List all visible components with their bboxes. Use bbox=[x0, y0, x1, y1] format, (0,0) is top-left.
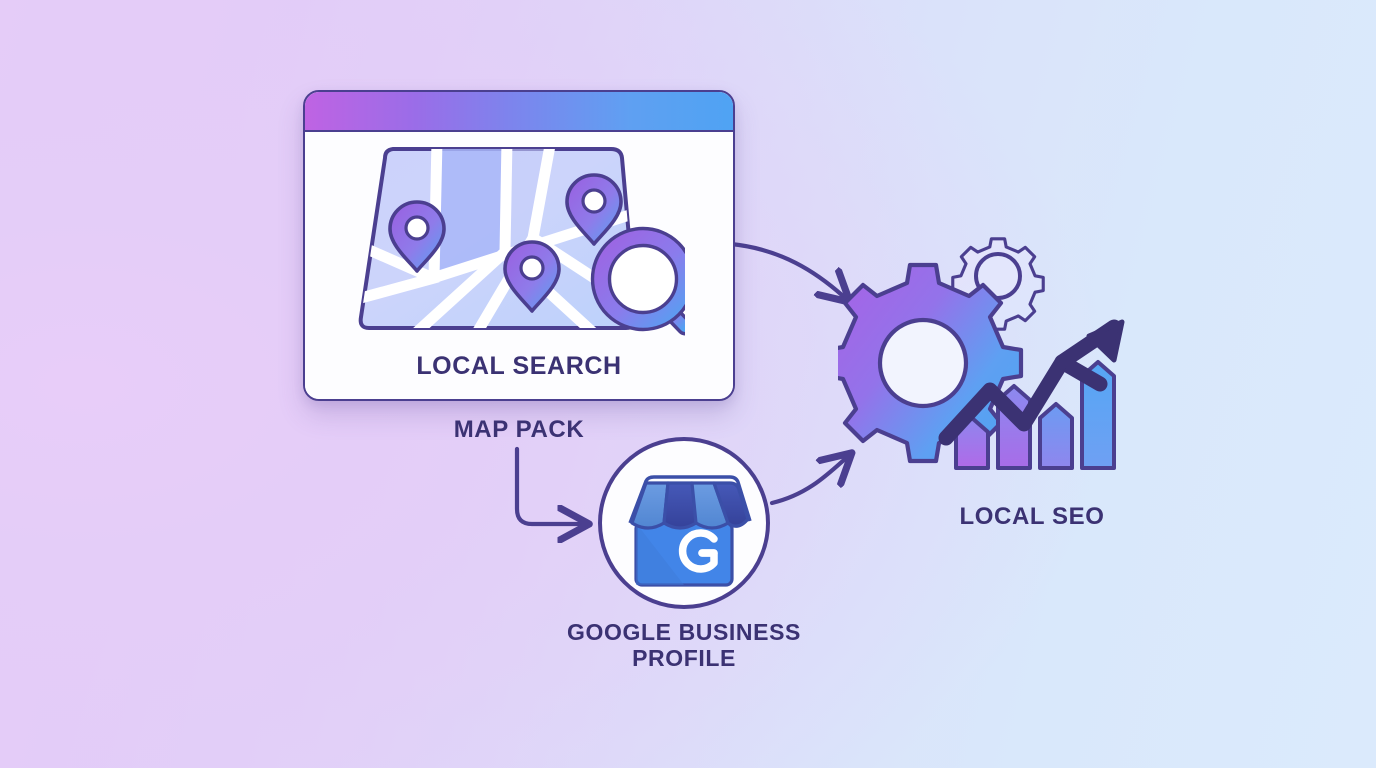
map-pin bbox=[503, 240, 561, 313]
arrow-map-pack-to-google-business-profile bbox=[514, 446, 580, 524]
large-gear bbox=[838, 262, 1024, 464]
local-seo-label: LOCAL SEO bbox=[959, 503, 1105, 530]
trend-arrow-icon bbox=[938, 319, 1125, 446]
storefront-awning bbox=[628, 475, 752, 530]
google-business-profile-icon[interactable] bbox=[596, 435, 772, 611]
google-g-logo bbox=[678, 529, 718, 573]
storefront-shadow bbox=[636, 523, 684, 585]
map-pin bbox=[565, 173, 623, 246]
card-caption-label: LOCAL SEARCH bbox=[416, 352, 622, 380]
gears-growth-chart-icon bbox=[838, 237, 1125, 470]
map-with-pins-icon bbox=[358, 147, 685, 336]
arrow-google-business-profile-to-local-seo bbox=[769, 459, 845, 506]
map-pack-label: MAP PACK bbox=[453, 416, 585, 443]
arrow-local-search-to-local-seo bbox=[728, 241, 843, 296]
google-business-profile-label: GOOGLE BUSINESS PROFILE bbox=[567, 619, 801, 671]
magnifier-icon bbox=[590, 226, 685, 336]
map-roads bbox=[360, 149, 637, 328]
map-pin bbox=[388, 200, 446, 273]
card-title-bar bbox=[305, 92, 733, 132]
